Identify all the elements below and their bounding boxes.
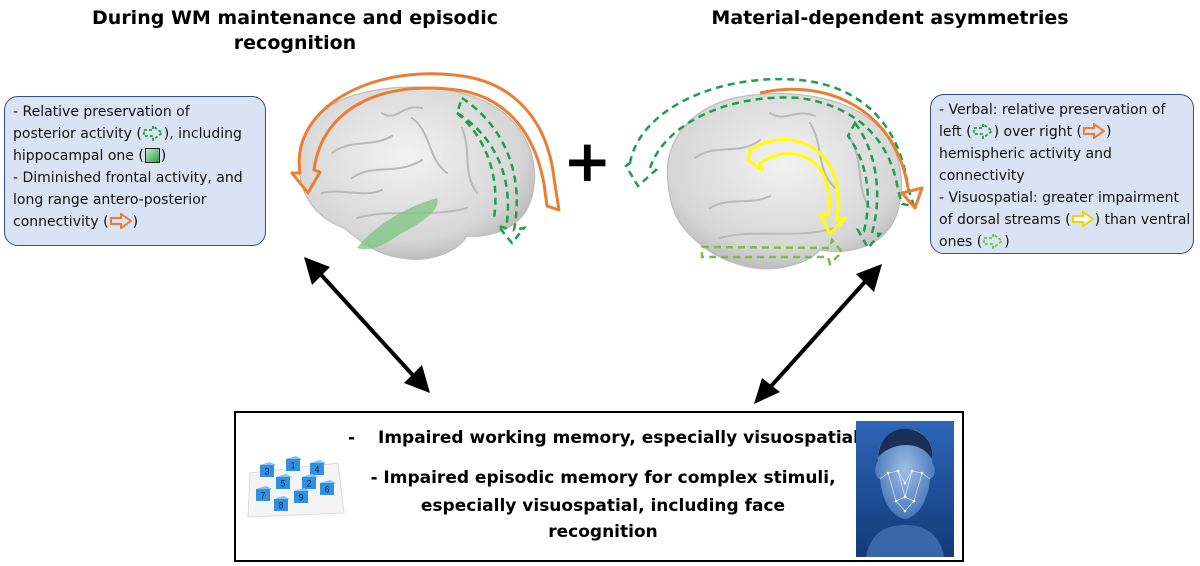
right-note-line: hemispheric activity and bbox=[939, 146, 1112, 162]
left-note-line: - Relative preservation of bbox=[13, 104, 190, 120]
left-note-text: posterior activity ( bbox=[13, 126, 142, 142]
cube-number: 4 bbox=[314, 465, 319, 475]
orange-arrow-icon bbox=[109, 213, 132, 229]
green-dashed-arrow-icon bbox=[142, 125, 163, 141]
bullet-dash: - bbox=[348, 428, 356, 448]
numbered-cube: 8 bbox=[274, 496, 290, 511]
right-note-text: ones ( bbox=[939, 234, 983, 250]
right-note-line: - Verbal: relative preservation of bbox=[939, 102, 1166, 118]
episodic-memory-impairment-text: - Impaired episodic memory for complex s… bbox=[370, 468, 836, 488]
numbered-cube: 3 bbox=[260, 462, 276, 477]
corsi-block-board-image: 3 1 4 5 2 6 7 9 8 bbox=[246, 433, 346, 519]
left-note-text: connectivity ( bbox=[13, 214, 109, 230]
right-note-text: ) over right ( bbox=[993, 124, 1082, 140]
right-brain-illustration bbox=[624, 77, 924, 270]
left-note-line: posterior activity ( ), including bbox=[13, 123, 257, 145]
cube-number: 8 bbox=[278, 501, 283, 511]
left-note-line: connectivity () bbox=[13, 211, 257, 233]
heading-right: Material-dependent asymmetries bbox=[711, 7, 1069, 29]
right-note-line: - Visuospatial: greater impairment bbox=[939, 190, 1180, 206]
right-note-text: ) bbox=[1105, 124, 1112, 140]
left-brain-illustration bbox=[290, 72, 561, 260]
right-note-line: ones () bbox=[939, 231, 1185, 253]
cube-number: 2 bbox=[306, 479, 311, 489]
right-note-line: connectivity bbox=[939, 168, 1025, 184]
numbered-cube: 4 bbox=[310, 460, 326, 475]
left-note-text: ) bbox=[132, 214, 139, 230]
numbered-cube: 2 bbox=[302, 474, 318, 489]
bottom-summary-box: 3 1 4 5 2 6 7 9 8 - Impaired working memory, esp… bbox=[234, 411, 964, 562]
plus-symbol: + bbox=[563, 127, 612, 195]
heading-left: During WM maintenance and episodic recog… bbox=[92, 7, 498, 54]
right-note-line: of dorsal streams ( ) than ventral bbox=[939, 209, 1190, 231]
cube-group: 3 1 4 5 2 6 7 9 8 bbox=[256, 456, 336, 511]
right-note-text: ) than ventral bbox=[1094, 212, 1191, 228]
left-note-box: - Relative preservation of posterior act… bbox=[4, 96, 266, 246]
cube-number: 1 bbox=[290, 461, 295, 471]
light-green-dashed-arrow-icon bbox=[983, 233, 1004, 249]
hippocampus-square-icon bbox=[144, 148, 160, 163]
cube-number: 6 bbox=[324, 485, 329, 495]
numbered-cube: 6 bbox=[320, 480, 336, 495]
right-double-arrow bbox=[754, 264, 882, 404]
cube-number: 3 bbox=[264, 467, 269, 477]
numbered-cube: 9 bbox=[294, 488, 310, 503]
left-note-text: ), including bbox=[163, 126, 242, 142]
episodic-memory-impairment-text-continued: especially visuospatial, including face … bbox=[420, 496, 786, 542]
right-note-text: left ( bbox=[939, 124, 972, 140]
numbered-cube: 7 bbox=[256, 486, 272, 501]
left-note-line: - Diminished frontal activity, and bbox=[13, 170, 243, 186]
left-double-arrow bbox=[304, 257, 430, 393]
numbered-cube: 1 bbox=[286, 456, 302, 471]
right-note-text: of dorsal streams ( bbox=[939, 212, 1071, 228]
cube-number: 9 bbox=[298, 493, 303, 503]
right-note-text: ) bbox=[1004, 234, 1010, 250]
right-note-box: - Verbal: relative preservation of left … bbox=[930, 94, 1194, 254]
yellow-arrow-icon bbox=[1071, 211, 1094, 227]
left-note-text: ) bbox=[160, 148, 167, 164]
working-memory-impairment-text: Impaired working memory, especially visu… bbox=[378, 428, 859, 448]
cube-number: 5 bbox=[280, 479, 285, 489]
face-recognition-image bbox=[856, 421, 954, 557]
left-note-line: hippocampal one () bbox=[13, 145, 257, 167]
cube-number: 7 bbox=[260, 491, 265, 501]
right-note-line: left ( ) over right () bbox=[939, 121, 1185, 143]
numbered-cube: 5 bbox=[276, 474, 292, 489]
left-note-text: hippocampal one ( bbox=[13, 148, 144, 164]
left-note-line: long range antero-posterior bbox=[13, 192, 207, 208]
green-dashed-arrow-icon bbox=[972, 123, 993, 139]
orange-arrow-icon bbox=[1082, 123, 1105, 139]
